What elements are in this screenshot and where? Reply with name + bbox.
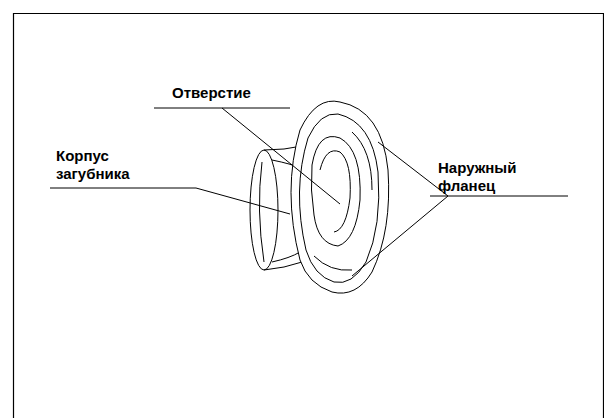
part-label: Корпус загубника <box>56 147 156 183</box>
part-label: Наружный фланец <box>438 159 548 195</box>
leader-lines <box>50 108 568 276</box>
part-label: Отверстие <box>172 84 302 102</box>
flange-part <box>291 101 389 293</box>
frame <box>14 14 604 418</box>
